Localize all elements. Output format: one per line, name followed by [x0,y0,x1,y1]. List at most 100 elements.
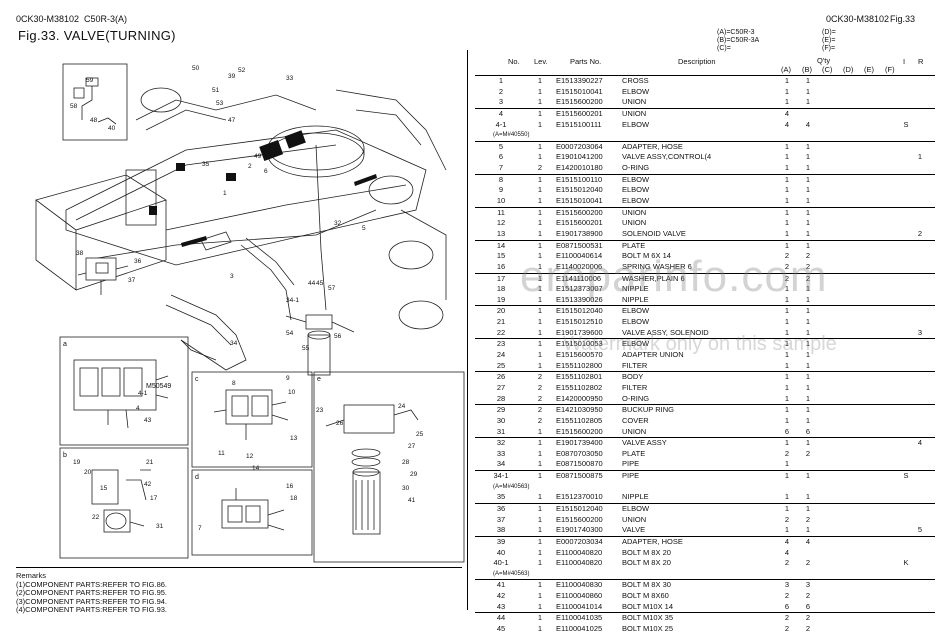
legend-item: (D)= [822,29,836,36]
cell-qty-a: 1 [784,360,790,370]
callout-number: 33 [286,75,294,82]
cell-qty-b: 2 [805,273,811,283]
cell-lev: 1 [537,471,543,481]
cell-r: 3 [917,327,923,337]
cell-parts-no: E1515600200 [556,207,603,217]
cell-lev: 1 [537,108,543,118]
callout-number: 54 [286,330,294,337]
cell-lev: 2 [537,405,543,415]
cell-no: 34 [496,459,506,469]
cell-lev: 1 [537,141,543,151]
cell-qty-b: 1 [805,415,811,425]
cell-lev: 1 [537,360,543,370]
cell-qty-b: 4 [805,119,811,129]
cell-no: 23 [496,339,506,349]
cell-qty-b: 1 [805,372,811,382]
cell-i: K [903,558,909,568]
callout-number: 48 [90,117,98,124]
cell-qty-a: 1 [784,415,790,425]
callout-number: 24 [398,403,406,410]
callout-number: 56 [334,333,342,340]
cell-qty-b: 3 [805,580,811,590]
cell-parts-no: E1140020006 [556,261,603,271]
cell-parts-no: E1420000950 [556,393,603,403]
cell-lev: 1 [537,438,543,448]
parts-table: No. Lev. Parts No. Description Q'ty (A) … [475,56,935,635]
cell-qty-a: 1 [784,97,790,107]
cell-lev: 1 [537,492,543,502]
cell-no: 32 [496,438,506,448]
cell-description: BOLT M 8X 30 [622,580,671,590]
cell-no: 16 [496,261,506,271]
cell-qty-b: 1 [805,306,811,316]
cell-lev: 1 [537,558,543,568]
cell-qty-a: 2 [784,273,790,283]
cell-lev: 1 [537,240,543,250]
cell-no: 7 [498,163,504,173]
cell-qty-b: 1 [805,185,811,195]
cell-parts-no: E0870703050 [556,448,603,458]
cell-no: 44 [496,613,506,623]
cell-lev: 1 [537,547,543,557]
cell-description: BUCKUP RING [622,405,674,415]
cell-qty-b: 1 [805,339,811,349]
cell-qty-a: 4 [784,547,790,557]
callout-number: 25 [416,431,424,438]
inset-label-b: b [63,452,67,459]
cell-no: 26 [496,372,506,382]
callout-number: 44 [308,280,316,287]
cell-description: PIPE [622,459,640,469]
cell-qty-a: 1 [784,405,790,415]
cell-lev: 1 [537,97,543,107]
cell-lev: 1 [537,327,543,337]
remark-line: (3)COMPONENT PARTS:REFER TO FIG.94. [16,596,167,606]
callout-number: 30 [402,485,410,492]
cell-description: SOLENOID VALVE [622,228,686,238]
cell-qty-b: 2 [805,251,811,261]
callout-number: 7 [198,525,202,532]
cell-qty-b: 2 [805,591,811,601]
cell-no: 37 [496,514,506,524]
cell-qty-a: 1 [784,86,790,96]
cell-parts-no: E1515600200 [556,426,603,436]
cell-description: BOLT M10X 14 [622,601,673,611]
cell-lev: 1 [537,86,543,96]
cell-parts-no: E1551102801 [556,372,603,382]
header-description: Description [678,57,716,66]
cell-qty-a: 1 [784,382,790,392]
cell-parts-no: E1901041200 [556,152,603,162]
callout-number: 2 [248,163,252,170]
cell-lev: 1 [537,284,543,294]
cell-qty-a: 1 [784,492,790,502]
cell-no: 4-1 [495,119,507,129]
inset-label-a: a [63,341,67,348]
callout-number: 40 [108,125,116,132]
table-note: (A=M#40563) [493,483,530,490]
inset-label-d: d [195,474,199,481]
cell-qty-b: 2 [805,624,811,634]
callout-number: 12 [246,453,254,460]
cell-lev: 1 [537,503,543,513]
cell-description: ELBOW [622,174,650,184]
cell-lev: 1 [537,591,543,601]
table-note-row: (A=M#40563) [475,482,935,493]
cell-lev: 1 [537,613,543,623]
cell-qty-a: 1 [784,459,790,469]
cell-lev: 1 [537,580,543,590]
header-c: (C) [822,65,833,74]
cell-qty-b: 1 [805,141,811,151]
cell-parts-no: E1515100110 [556,174,603,184]
legend-item: (E)= [822,37,836,44]
cell-no: 2 [498,86,504,96]
cell-r: 2 [917,228,923,238]
